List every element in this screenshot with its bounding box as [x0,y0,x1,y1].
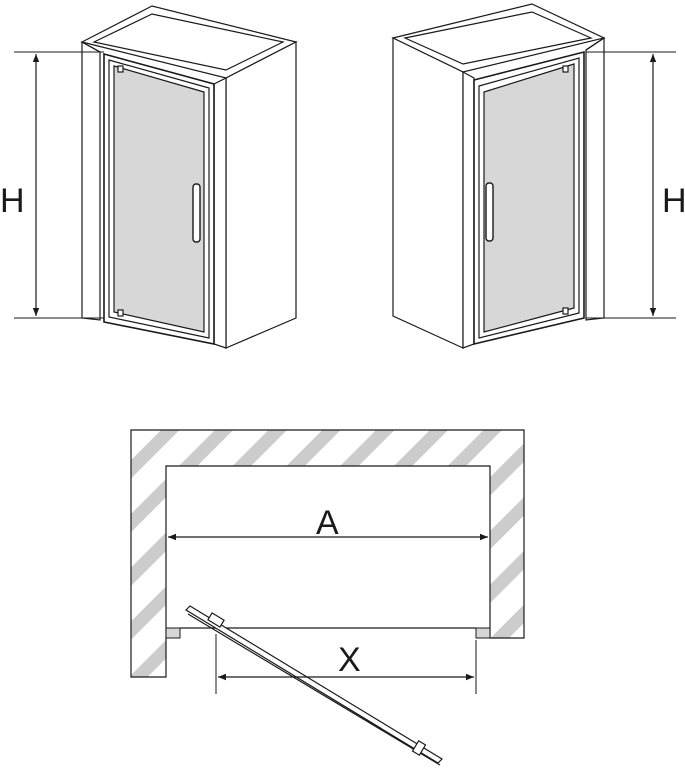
right-perspective-view [391,3,676,349]
right-height-dimension [586,51,676,319]
left-wall [80,5,298,321]
right-view-left-wall [391,3,606,349]
left-height-dimension [14,51,104,319]
open-door-panel [185,605,443,766]
left-door [103,52,215,345]
left-door-handle [192,183,201,243]
width-a-label: A [316,504,339,542]
width-x-label: X [338,641,361,679]
right-wall-profile [475,627,491,639]
width-x-dimension [215,634,477,694]
right-height-label: H [662,182,685,220]
left-perspective-view [14,5,298,349]
right-wall [213,41,297,349]
left-height-label: H [0,182,25,220]
right-view-right-wall [585,36,605,321]
left-wall-profile [165,627,181,639]
plan-view [130,429,525,766]
plan-walls [130,429,525,678]
right-door [473,50,585,346]
right-door-handle [485,182,494,242]
